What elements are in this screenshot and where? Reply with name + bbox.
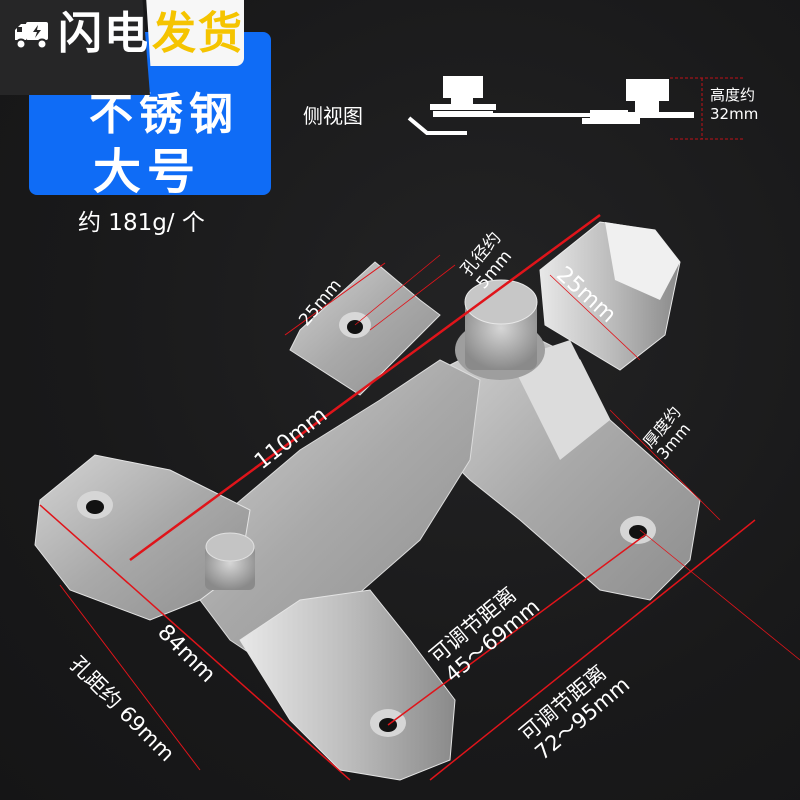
height-annotation: 高度约 32mm (710, 86, 758, 124)
bottom-mount-bracket (239, 589, 456, 781)
side-view-diagram (407, 76, 694, 135)
right-hook-tab (539, 221, 681, 371)
height-dimension-line (670, 77, 745, 140)
material-label: 不锈钢 (89, 89, 239, 140)
height-label: 高度约 (710, 86, 756, 104)
side-view-label: 侧视图 (303, 104, 363, 128)
right-keeper-bracket (429, 329, 701, 601)
truck-lightning-icon (15, 22, 48, 50)
badge-text-flash: 闪电 (58, 8, 150, 59)
badge-light-section (146, 0, 244, 66)
dimension-lines (39, 213, 800, 781)
size-label: 大号 (93, 144, 202, 195)
badge-text-delivery: 发货 (152, 8, 244, 59)
height-value: 32mm (710, 105, 759, 123)
weight-label: 约 181g/ 个 (78, 210, 205, 236)
flash-delivery-badge: 闪电 发货 (0, 0, 244, 95)
bolt-handle-knob (455, 279, 545, 380)
small-knob (205, 532, 255, 590)
left-base-plate (34, 454, 251, 621)
